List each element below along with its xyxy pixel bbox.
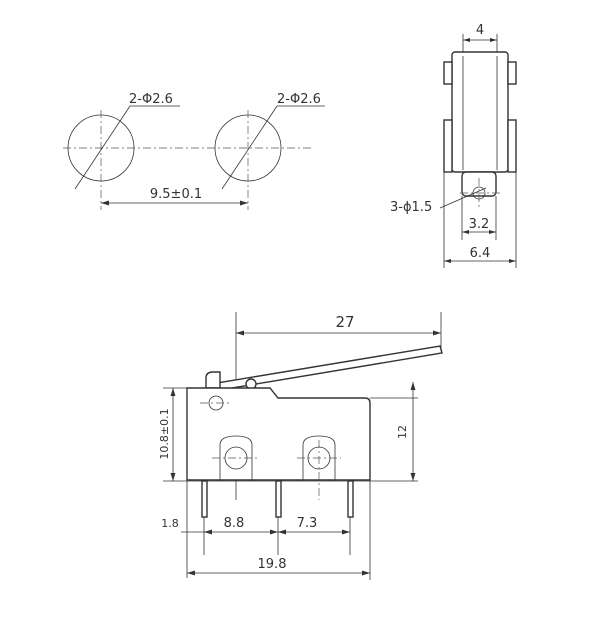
right-hole-leader [221,105,278,190]
pin-pitch-1-label: 8.8 [224,516,245,531]
height-label: 12 [396,425,409,439]
height-arrow-top [410,382,416,390]
left-hole-leader [74,105,131,190]
total-width-label: 6.4 [470,246,491,261]
body-height-arrow-bottom [170,473,176,481]
side-left-tab-top [443,61,453,85]
terminal-pin-2 [275,480,282,518]
hole-spacing-arrow-left [101,200,109,206]
pin-hole-leader [439,187,487,209]
overall-length-label: 19.8 [258,557,287,572]
body-height-label: 10.8±0.1 [158,408,171,459]
body-height-arrow-top [170,388,176,396]
pin-width-label: 3.2 [469,217,490,232]
pin-hole-label: 3-ϕ1.5 [390,200,432,215]
terminal-pin-1 [201,480,208,518]
total-width-arrow-right [509,259,516,263]
pin-pitch-2-label: 7.3 [297,516,318,531]
pin-width-arrow-left [462,230,469,234]
side-view-body [451,51,509,173]
top-width-arrow-right [490,38,497,42]
hole-pattern-view: 2-Φ2.6 2-Φ2.6 9.5±0.1 [63,92,325,210]
side-left-tab-bottom [443,119,453,173]
side-right-tab-top [507,61,517,85]
left-hole-diameter-label: 2-Φ2.6 [129,92,173,107]
pin-pitch-1-arrow-left [204,529,212,535]
top-width-arrow-left [463,38,470,42]
overall-length-arrow-left [187,570,195,576]
hole-spacing-arrow-right [240,200,248,206]
lever-length-label: 27 [335,313,354,331]
lever-length-arrow-right [433,330,441,336]
pin-offset-label: 1.8 [161,517,179,530]
height-arrow-bottom [410,473,416,481]
lever-hinge [205,371,221,389]
front-view: 27 10.8±0.1 12 [158,312,443,580]
side-view: 4 3-ϕ1.5 3.2 6.4 [390,23,517,268]
side-right-tab-bottom [507,119,517,173]
overall-length-arrow-right [362,570,370,576]
pin-pitch-1-arrow-right [270,529,278,535]
pin-pitch-2-arrow-right [342,529,350,535]
switch-body [186,387,371,481]
right-hole-diameter-label: 2-Φ2.6 [277,92,321,107]
pin-width-arrow-right [489,230,496,234]
pin-pitch-2-arrow-left [278,529,286,535]
left-boss [219,435,253,481]
terminal-pin-3 [347,480,354,518]
top-width-label: 4 [476,23,484,38]
right-boss [302,435,336,481]
hole-spacing-label: 9.5±0.1 [150,187,202,202]
total-width-arrow-left [444,259,451,263]
lever-length-arrow-left [236,330,244,336]
